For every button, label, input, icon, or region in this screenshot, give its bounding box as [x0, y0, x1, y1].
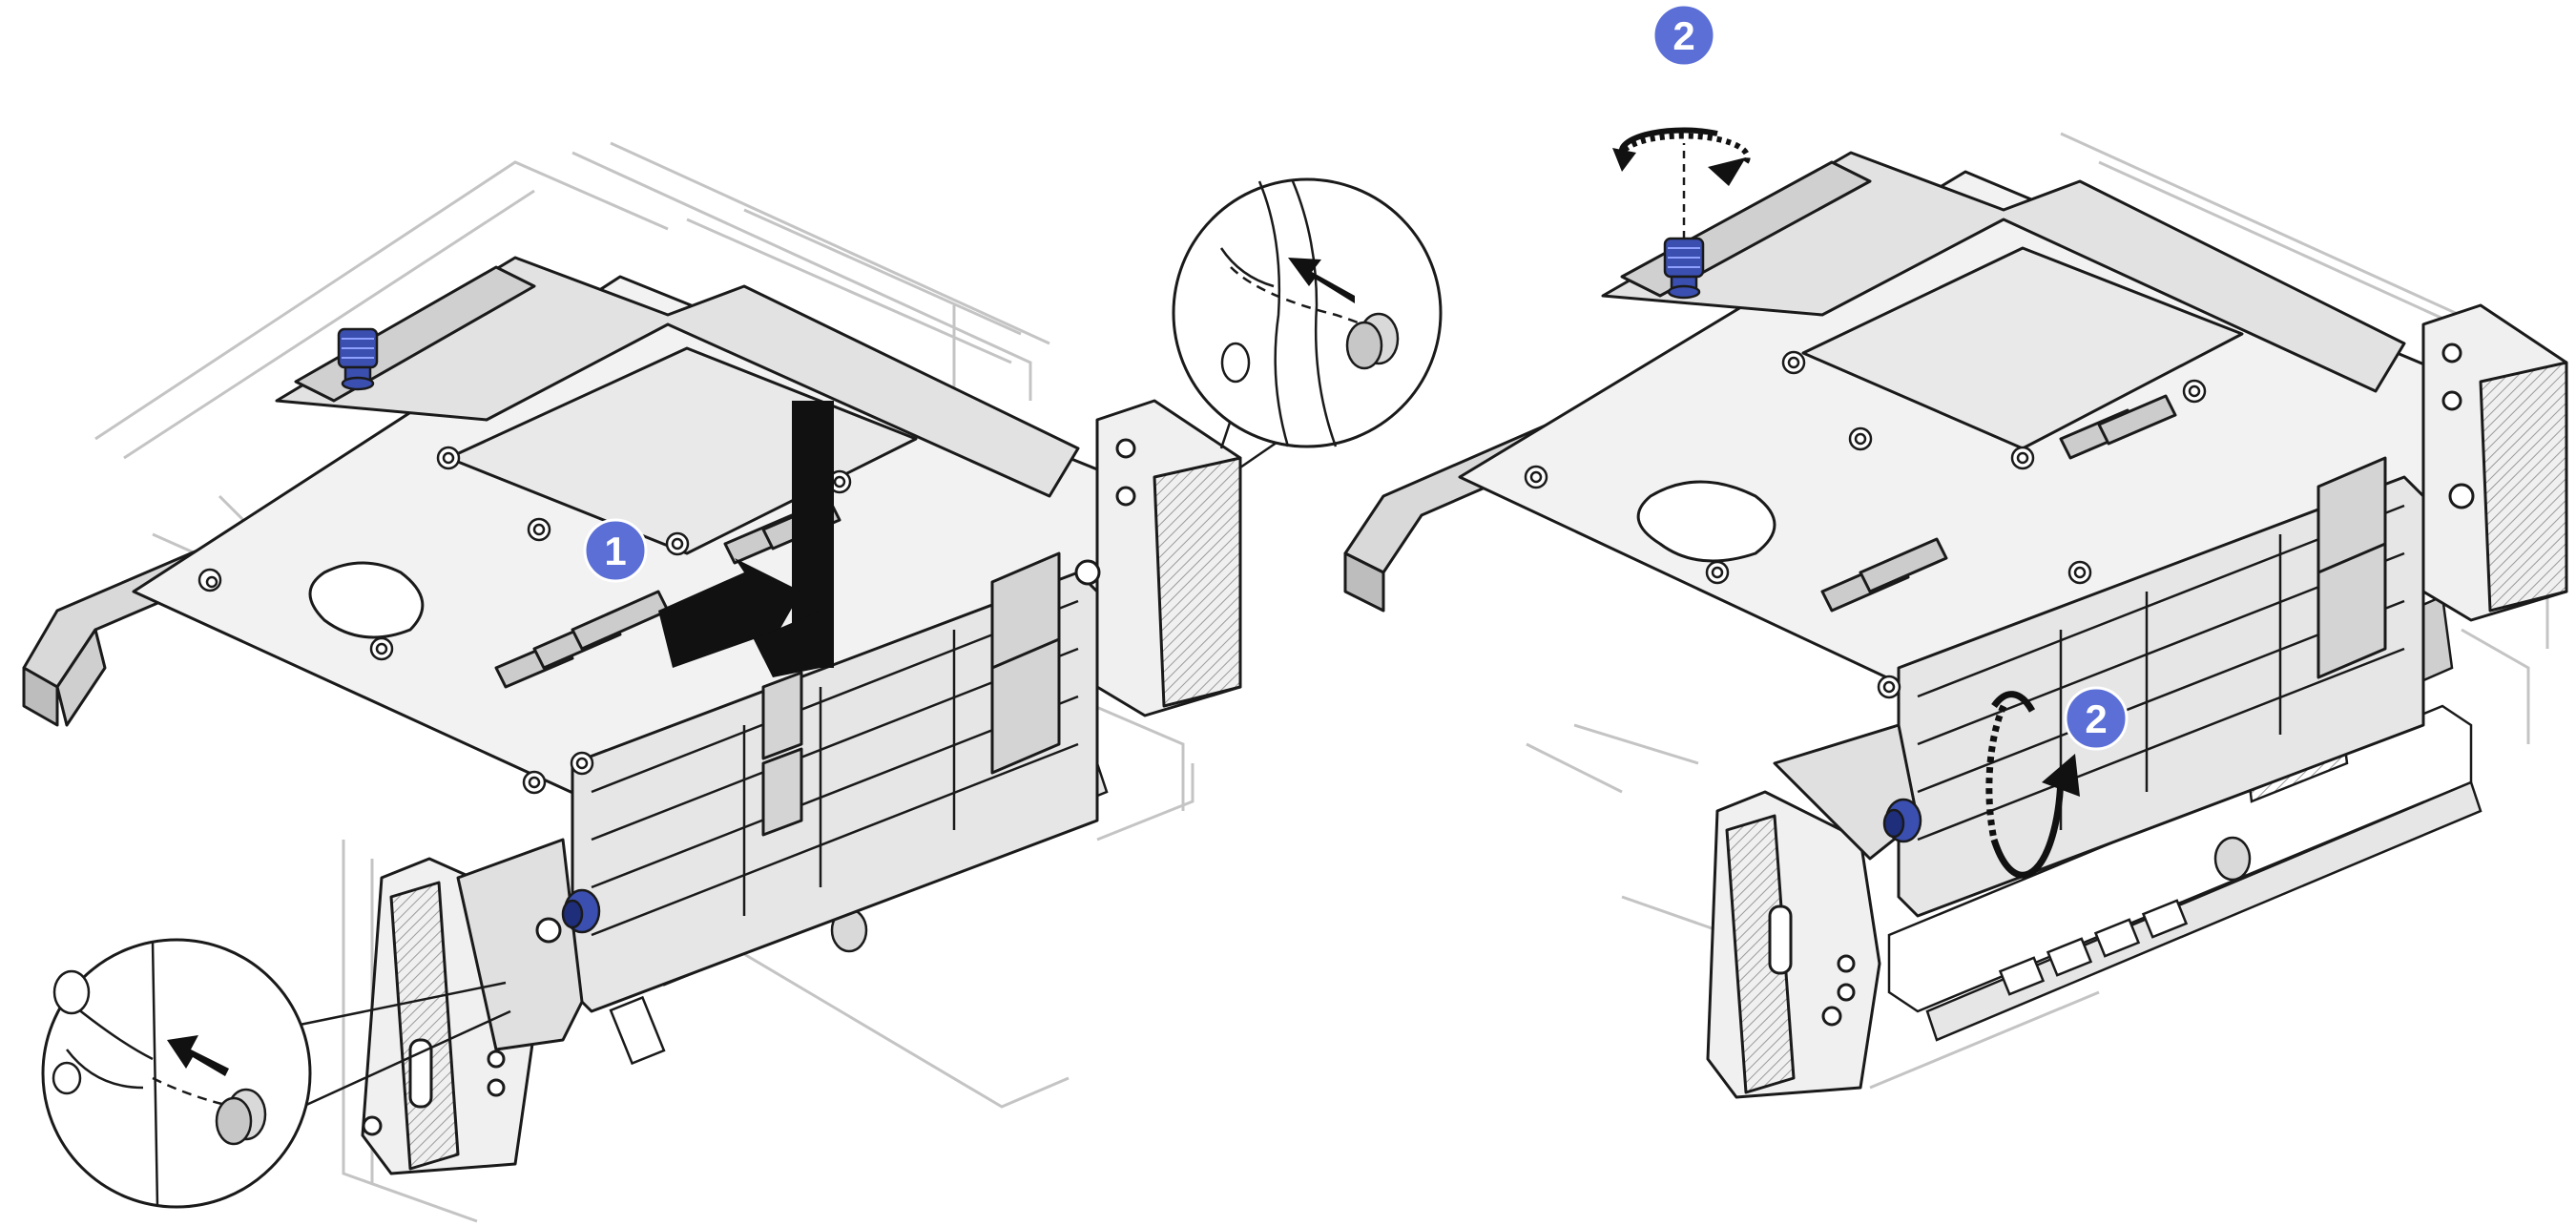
- step-2-label-front: 2: [2085, 696, 2107, 741]
- front-thumbscrew-right: [1882, 798, 1922, 843]
- front-thumbscrew-left: [561, 888, 601, 934]
- step-2-badge-front: 2: [2064, 686, 2129, 751]
- rear-thumbscrew-left: [337, 327, 379, 391]
- step-2-label-top: 2: [1672, 13, 1694, 58]
- rear-thumbscrew-right: [1663, 143, 1705, 300]
- cage-screws-right: [1524, 350, 2207, 699]
- cage-screws-left: [197, 446, 852, 795]
- guide-pin-upper-callout: [1172, 177, 1443, 469]
- rotate-arrow-front: [1985, 691, 2080, 879]
- guide-pin-lower-callout: [41, 938, 511, 1209]
- step-1-badge: 1: [583, 518, 648, 583]
- rotate-arrow-top: [1612, 127, 1751, 186]
- step-2-badge-top: 2: [1652, 3, 1716, 68]
- right-panel: 2 2: [1343, 3, 2568, 1099]
- step-1-label: 1: [604, 529, 626, 573]
- drive-cage-right: [1343, 151, 2568, 1099]
- left-panel: 1: [22, 141, 1443, 1223]
- insert-arrow: [658, 401, 834, 677]
